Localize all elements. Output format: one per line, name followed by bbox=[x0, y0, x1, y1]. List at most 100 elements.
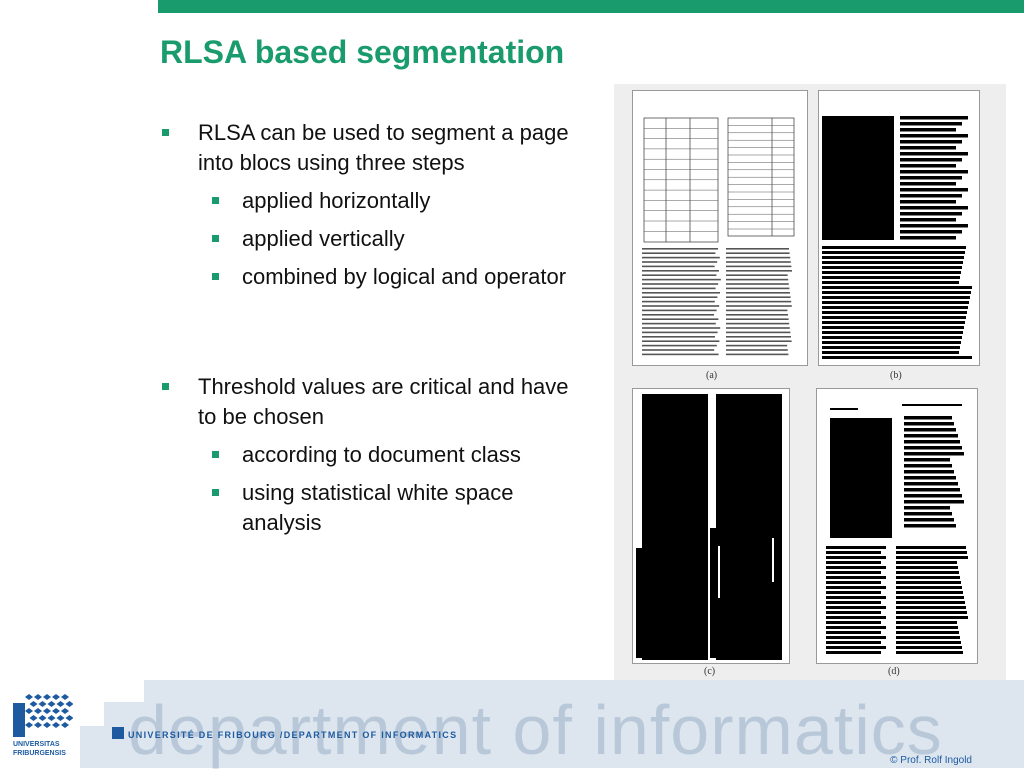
text-line bbox=[726, 265, 792, 268]
block-bar bbox=[896, 631, 959, 634]
text-line bbox=[642, 278, 721, 281]
smeared-bar bbox=[822, 306, 968, 309]
text-line bbox=[642, 344, 717, 347]
sub-bullet-1-1: applied horizontally bbox=[160, 186, 590, 216]
smeared-bar bbox=[822, 356, 972, 359]
text-line bbox=[642, 322, 716, 325]
smeared-bar bbox=[900, 224, 968, 228]
smeared-bar bbox=[822, 341, 961, 344]
square-bullet-icon bbox=[212, 273, 219, 280]
block-bar bbox=[826, 596, 886, 599]
panel-d-label: (d) bbox=[888, 666, 900, 677]
logo-diamond bbox=[43, 708, 51, 714]
block-bar bbox=[826, 571, 881, 574]
smeared-bar bbox=[900, 206, 968, 210]
text-line bbox=[726, 292, 790, 294]
block-bar bbox=[896, 586, 962, 589]
block-bar bbox=[904, 506, 950, 510]
footer-step-bg bbox=[144, 680, 1024, 768]
text-line bbox=[642, 287, 716, 290]
logo-diamond bbox=[25, 708, 33, 714]
sub-bullet-text: combined by logical and operator bbox=[242, 264, 567, 289]
smeared-bar bbox=[900, 164, 956, 168]
text-line bbox=[726, 344, 788, 347]
text-line bbox=[642, 265, 715, 268]
smeared-bar bbox=[822, 271, 961, 274]
smeared-bar bbox=[822, 336, 962, 339]
text-line bbox=[726, 270, 792, 272]
smeared-bar bbox=[822, 296, 970, 299]
block-bar bbox=[826, 551, 881, 554]
smeared-bar bbox=[900, 128, 956, 132]
text-line bbox=[642, 349, 715, 351]
block-bar bbox=[826, 621, 881, 624]
block-bar bbox=[896, 556, 968, 559]
block-bar bbox=[826, 641, 881, 644]
smeared-bar bbox=[822, 316, 966, 319]
block-bar bbox=[826, 616, 886, 619]
block-bar bbox=[904, 488, 960, 492]
block-bar bbox=[830, 408, 858, 410]
university-logo-text: UNIVERSITAS FRIBURGENSIS bbox=[13, 741, 66, 757]
smeared-bar bbox=[900, 140, 962, 144]
panel-d-combined bbox=[816, 388, 978, 664]
square-bullet-icon bbox=[212, 235, 219, 242]
block-bar bbox=[826, 566, 886, 569]
panel-c-vertical bbox=[632, 388, 790, 664]
block-bar bbox=[826, 586, 886, 589]
smeared-bar bbox=[822, 331, 963, 334]
logo-diamond bbox=[25, 722, 33, 728]
university-logo-icon bbox=[13, 694, 73, 737]
text-line bbox=[642, 292, 720, 294]
text-line bbox=[726, 349, 788, 351]
sub-bullet-1-3: combined by logical and operator bbox=[160, 262, 590, 292]
text-line bbox=[726, 283, 789, 285]
slide-title: RLSA based segmentation bbox=[160, 34, 565, 70]
block-bar bbox=[826, 606, 886, 609]
panel-a-label: (a) bbox=[706, 370, 718, 381]
block-bar bbox=[896, 606, 966, 609]
block-bar bbox=[826, 591, 881, 594]
smeared-bar bbox=[822, 251, 965, 254]
text-line bbox=[642, 248, 718, 250]
smeared-bar bbox=[822, 291, 971, 294]
block-bar bbox=[904, 500, 964, 504]
text-line bbox=[726, 261, 791, 263]
text-line bbox=[726, 256, 791, 259]
block-bar bbox=[896, 636, 960, 639]
smeared-bar bbox=[822, 266, 962, 269]
smeared-bar bbox=[900, 200, 956, 204]
logo-diamond bbox=[65, 715, 73, 721]
text-line bbox=[726, 336, 791, 338]
text-line bbox=[726, 287, 790, 290]
block-bar bbox=[904, 434, 958, 438]
logo-diamond bbox=[43, 722, 51, 728]
smeared-bar bbox=[900, 122, 962, 126]
text-line bbox=[642, 327, 721, 329]
panel-b-label: (b) bbox=[890, 370, 902, 381]
smeared-bar bbox=[822, 286, 972, 289]
logo-diamond bbox=[65, 701, 73, 707]
bullet-2-text: Threshold values are critical and have t… bbox=[198, 374, 569, 429]
square-bullet-icon bbox=[212, 489, 219, 496]
department-watermark: department of informatics bbox=[128, 691, 943, 769]
smeared-bar bbox=[900, 116, 968, 120]
block-bar bbox=[896, 561, 957, 564]
panel-c-label: (c) bbox=[704, 666, 716, 677]
square-bullet-icon bbox=[162, 383, 169, 390]
block-bar bbox=[896, 641, 961, 644]
smeared-bar bbox=[900, 188, 968, 192]
block-bar bbox=[896, 546, 966, 549]
smeared-bar bbox=[900, 218, 956, 222]
smeared-bar bbox=[822, 281, 959, 284]
text-line bbox=[642, 305, 720, 307]
logo-diamond bbox=[34, 708, 42, 714]
text-line bbox=[642, 314, 714, 316]
logo-diamond bbox=[47, 715, 56, 721]
text-line bbox=[726, 252, 790, 254]
text-line bbox=[642, 309, 717, 312]
text-line bbox=[642, 353, 719, 356]
smeared-bar bbox=[900, 170, 968, 174]
block-bar bbox=[826, 646, 886, 649]
text-line bbox=[726, 314, 788, 316]
